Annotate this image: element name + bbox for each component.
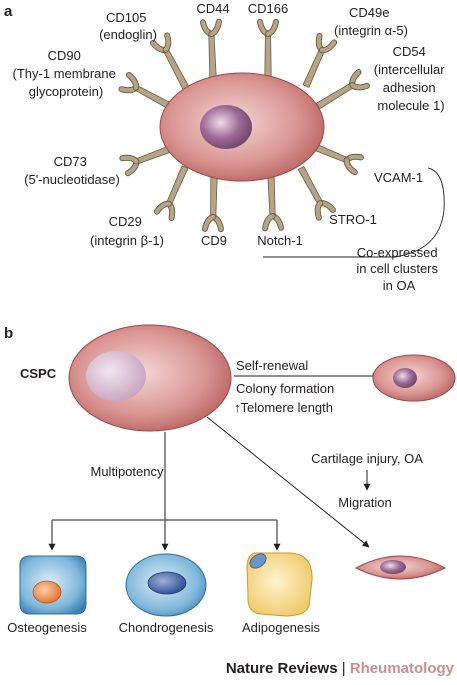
cspc-label: CSPC xyxy=(20,366,57,381)
receptor-cd49e xyxy=(302,32,338,88)
migration-text: Migration xyxy=(338,495,391,510)
label-cd105: CD105 (endoglin) xyxy=(99,10,157,42)
receptor-group xyxy=(118,18,370,233)
chondrogenesis-nucleus xyxy=(147,571,187,595)
chondrogenesis-label: Chondrogenesis xyxy=(119,620,214,635)
label-notch1: Notch-1 xyxy=(257,233,303,248)
journal-name: Nature Reviews xyxy=(225,660,338,677)
label-cd29: CD29 (integrin β-1) xyxy=(90,214,164,248)
coexpressed-note: Co-expressed in cell clusters in OA xyxy=(356,245,441,293)
coexpression-bracket xyxy=(263,167,445,258)
cspc-cell xyxy=(68,324,232,432)
daughter-cell-nucleus xyxy=(393,368,417,388)
receptor-cd54 xyxy=(315,69,370,110)
receptor-vcam1 xyxy=(313,143,364,176)
self-renewal-text: Self-renewal xyxy=(236,358,308,373)
receptor-cd166 xyxy=(257,19,279,78)
adipogenesis-nucleus xyxy=(249,553,267,569)
migration-diagonal-arrow xyxy=(206,416,370,548)
label-cd166: CD166 xyxy=(248,1,288,16)
label-cd49e: CD49e (integrin α-5) xyxy=(334,5,408,38)
panel-b-label: b xyxy=(4,325,13,342)
label-cd73: CD73 (5'-nucleotidase) xyxy=(24,154,120,187)
receptor-cd105 xyxy=(149,32,190,91)
migrating-cell-nucleus xyxy=(380,560,406,574)
receptor-stro1 xyxy=(297,165,336,221)
cartilage-injury-text: Cartilage injury, OA xyxy=(311,451,423,466)
label-vcam1: VCAM-1 xyxy=(374,170,423,185)
telomere-length-text: ↑Telomere length xyxy=(234,400,333,415)
colony-formation-text: Colony formation xyxy=(236,381,334,396)
multipotency-text: Multipotency xyxy=(91,464,164,479)
receptor-cd73 xyxy=(119,145,172,177)
osteogenesis-nucleus xyxy=(32,580,62,604)
osteogenesis-label: Osteogenesis xyxy=(7,620,87,635)
central-cell-nucleus xyxy=(200,105,252,149)
receptor-notch1 xyxy=(262,175,285,232)
journal-section: Rheumatology xyxy=(349,660,454,677)
receptor-cd29 xyxy=(153,165,189,222)
receptor-cd90 xyxy=(118,72,173,110)
adipogenesis-cell xyxy=(246,552,313,617)
label-stro1: STRO-1 xyxy=(329,212,377,227)
journal-footer: Nature Reviews | Rheumatology xyxy=(218,660,454,677)
receptor-cd9 xyxy=(201,175,224,233)
label-cd44: CD44 xyxy=(196,1,229,16)
label-cd54: CD54 (intercellular adhesion molecule 1) xyxy=(374,44,448,113)
receptor-cd44 xyxy=(199,18,222,78)
cspc-nucleus xyxy=(86,351,146,401)
label-cd90: CD90 (Thy-1 membrane glycoprotein) xyxy=(13,48,120,99)
panel-a-label: a xyxy=(4,3,13,20)
footer-separator: | xyxy=(341,660,346,677)
label-cd9: CD9 xyxy=(201,233,227,248)
adipogenesis-label: Adipogenesis xyxy=(242,620,321,635)
